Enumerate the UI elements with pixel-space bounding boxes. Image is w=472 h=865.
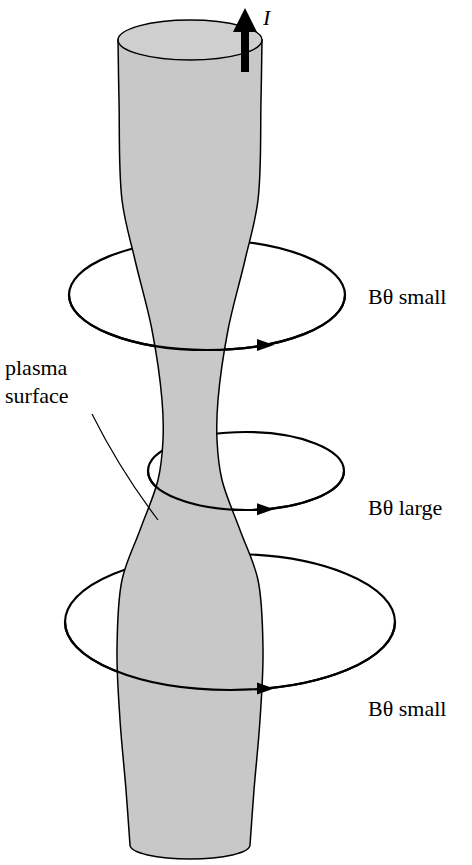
field-line-front [148, 471, 344, 510]
field-label: Bθ large [368, 494, 442, 522]
field-arrowhead [257, 503, 274, 515]
current-label: I [263, 4, 270, 32]
field-arrowhead [257, 339, 274, 351]
field-label: Bθ small [368, 695, 446, 723]
field-arrowhead [257, 682, 274, 694]
field-label: Bθ small [368, 283, 446, 311]
leader-line [92, 414, 158, 520]
surface-label: plasma surface [5, 354, 95, 409]
plasma-column [117, 40, 263, 859]
current-arrowhead [233, 8, 257, 32]
current-arrow-shaft [241, 30, 249, 72]
field-line-front [65, 622, 395, 690]
field-line-front [69, 295, 345, 350]
